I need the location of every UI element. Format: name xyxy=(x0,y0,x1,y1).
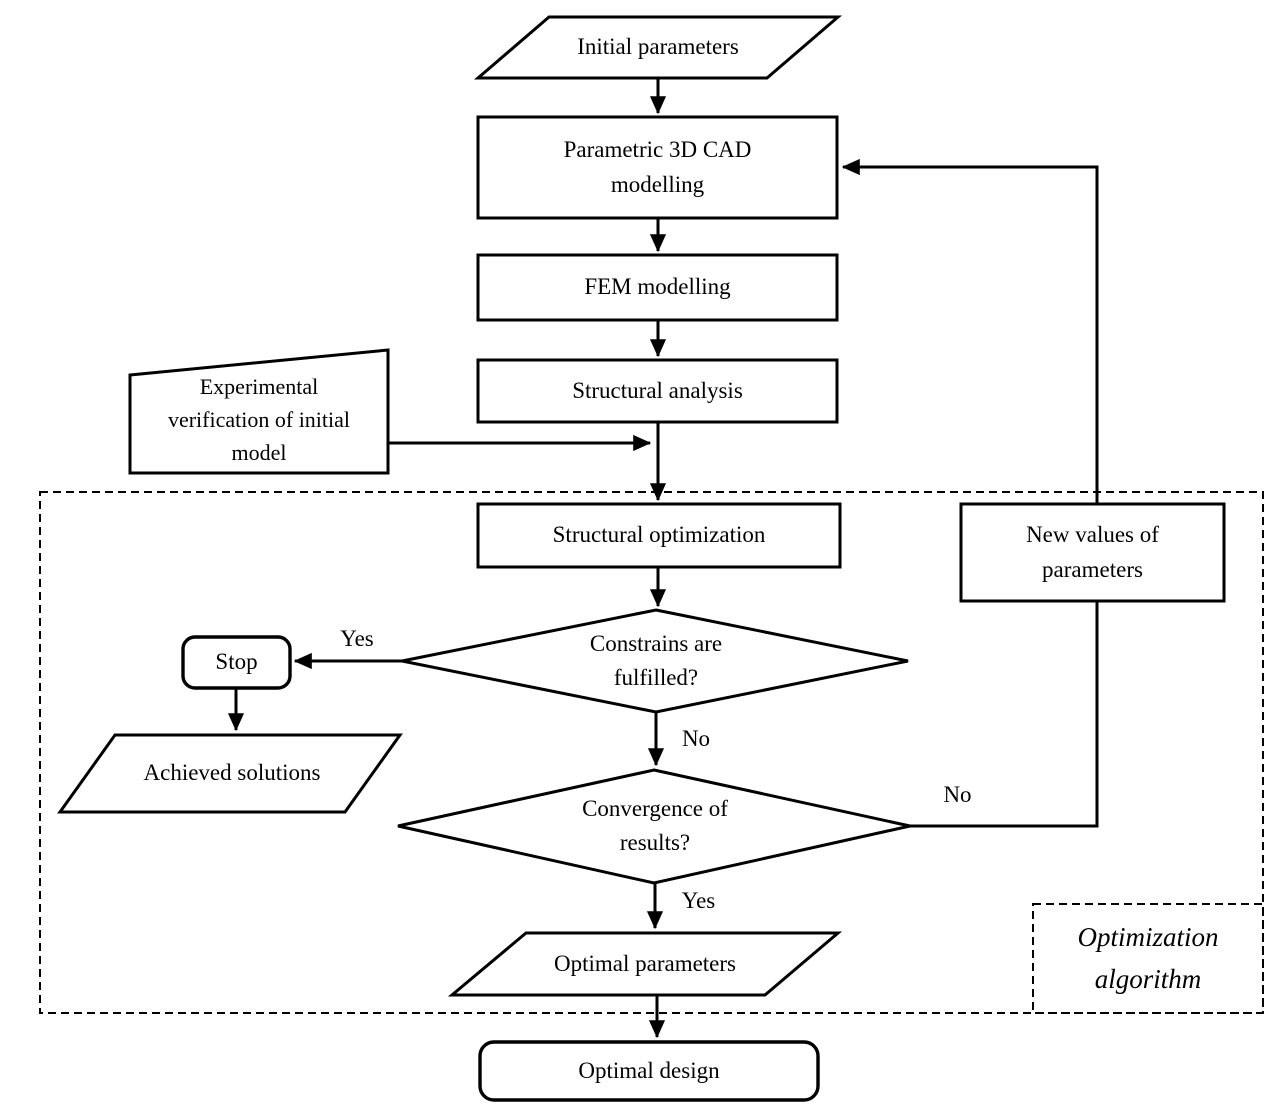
convergence-no-label: No xyxy=(943,782,972,808)
experimental-verification-shape xyxy=(128,348,390,475)
optimization-algorithm-region-label: Optimization algorithm xyxy=(1077,921,1219,994)
optimal-design-shape xyxy=(478,1040,820,1102)
initial-parameters-label: Initial parameters xyxy=(577,34,739,60)
constraints-no-label: No xyxy=(681,726,711,752)
parametric-cad-label: Parametric 3D CAD modelling xyxy=(563,137,752,197)
fem-modelling-label: FEM modelling xyxy=(584,274,731,300)
optimal-parameters-shape xyxy=(447,931,843,997)
constraints-yes-label: Yes xyxy=(340,626,374,652)
convergence-decision-shape xyxy=(397,768,911,885)
optimal-parameters-label: Optimal parameters xyxy=(553,950,736,976)
new-values-label: New values of parameters xyxy=(1026,522,1159,582)
optimal-design-label: Optimal design xyxy=(578,1057,720,1083)
achieved-solutions-label: Achieved solutions xyxy=(143,760,321,786)
structural-analysis-label: Structural analysis xyxy=(572,377,743,403)
initial-parameters-shape xyxy=(473,15,843,80)
experimental-verification-label: Experimental verification of initial mod… xyxy=(167,373,351,465)
arrow-new-values-to-parametric xyxy=(841,158,1099,503)
constraints-decision-label: Constrains are fulfilled? xyxy=(589,630,723,691)
structural-optimization-label: Structural optimization xyxy=(552,522,766,548)
new-values-shape xyxy=(959,502,1226,603)
stop-shape xyxy=(181,635,292,690)
stop-label: Stop xyxy=(215,649,258,675)
constraints-decision-shape xyxy=(401,608,909,714)
parametric-cad-shape xyxy=(476,115,839,220)
fem-modelling-shape xyxy=(476,253,839,322)
convergence-decision-label: Convergence of results? xyxy=(582,795,728,856)
structural-analysis-shape xyxy=(476,358,839,424)
structural-optimization-shape xyxy=(476,502,842,569)
achieved-solutions-shape xyxy=(57,733,403,814)
convergence-yes-label: Yes xyxy=(681,888,716,914)
line-convergence-no-to-new-values xyxy=(905,602,1099,828)
